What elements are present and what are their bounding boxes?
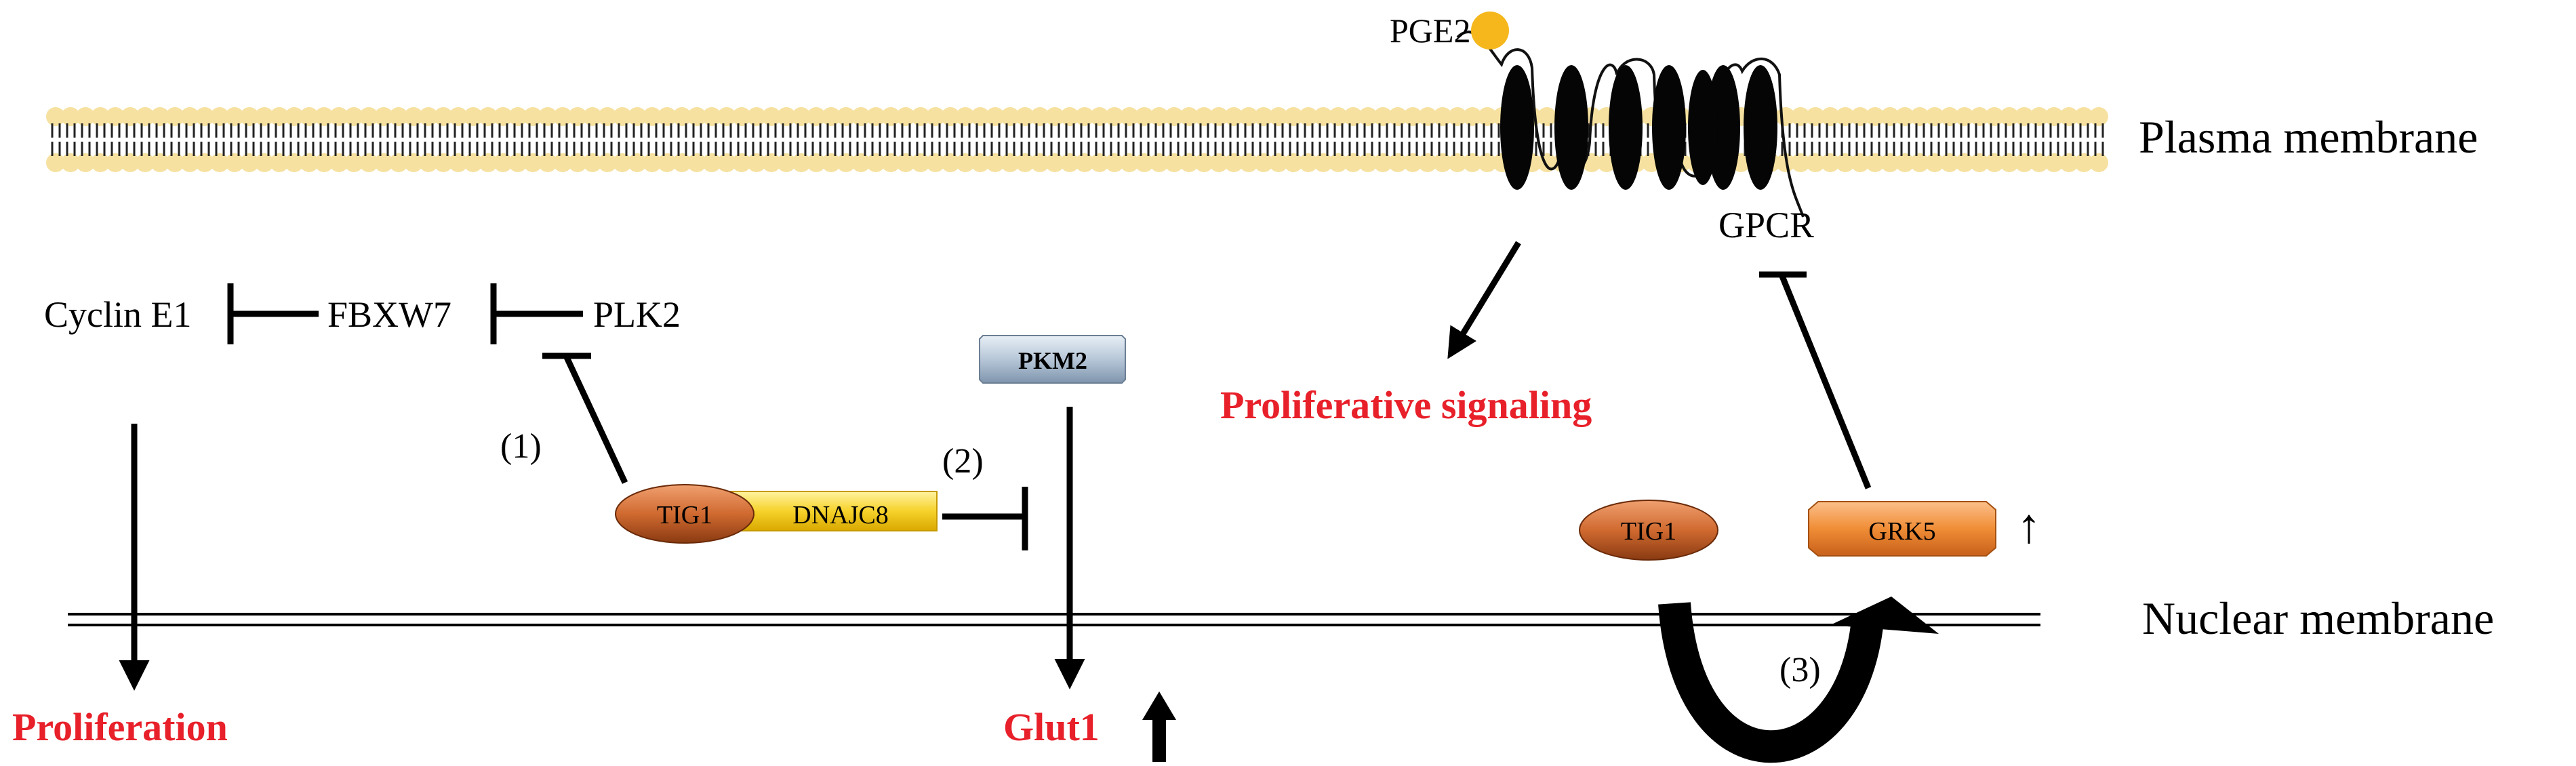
plk2-label: PLK2 bbox=[593, 294, 681, 335]
tig1-left-oval bbox=[615, 484, 754, 544]
nuclear-membrane bbox=[68, 613, 2040, 626]
dnajc8-box bbox=[721, 491, 938, 531]
grk5-box: GRK5 bbox=[1808, 501, 1996, 557]
step-3-curved-arrow bbox=[1658, 597, 1939, 763]
gpcr-receptor bbox=[1456, 31, 1805, 218]
tig1-right-label: TIG1 bbox=[1621, 517, 1676, 546]
pge2-label: PGE2 bbox=[1390, 12, 1470, 49]
gpcr-label: GPCR bbox=[1718, 205, 1814, 245]
dnajc8-inhibits-glut1-path bbox=[942, 487, 1028, 550]
plasma-membrane-label: Plasma membrane bbox=[2139, 111, 2478, 163]
proliferative-signaling-label: Proliferative signaling bbox=[1220, 383, 1592, 427]
tig1-dnajc8-complex: TIG1 DNAJC8 bbox=[615, 484, 938, 544]
plasma-membrane bbox=[46, 107, 2108, 172]
glut1-up-arrow bbox=[1142, 691, 1176, 762]
pkm2-box: PKM2 bbox=[979, 335, 1126, 384]
plk2-inhibits-fbxw7 bbox=[490, 283, 583, 344]
grk5-label: GRK5 bbox=[1868, 517, 1935, 546]
fbxw7-label: FBXW7 bbox=[327, 294, 451, 335]
cyclin-e1-label: Cyclin E1 bbox=[44, 294, 191, 335]
step-1-label: (1) bbox=[500, 427, 542, 466]
tig1-inhibits-plk2 bbox=[542, 352, 628, 484]
step-2-label: (2) bbox=[942, 442, 984, 481]
pkm2-label: PKM2 bbox=[1018, 347, 1087, 374]
fbxw7-inhibits-cyclin bbox=[227, 283, 319, 344]
tig1-left-label: TIG1 bbox=[657, 501, 712, 529]
nuclear-membrane-label: Nuclear membrane bbox=[2142, 592, 2494, 644]
grk5-up-arrow-icon: ↑ bbox=[2017, 499, 2041, 553]
dnajc8-label: DNAJC8 bbox=[792, 501, 888, 529]
grk5-inhibits-gpcr bbox=[1759, 271, 1872, 489]
gpcr-to-signaling-arrow bbox=[1447, 241, 1521, 359]
pge2-ligand bbox=[1471, 12, 1509, 49]
proliferation-label: Proliferation bbox=[12, 705, 228, 749]
glut1-label: Glut1 bbox=[1003, 705, 1100, 749]
step-3-label: (3) bbox=[1779, 651, 1821, 689]
tig1-right-oval bbox=[1579, 500, 1718, 561]
